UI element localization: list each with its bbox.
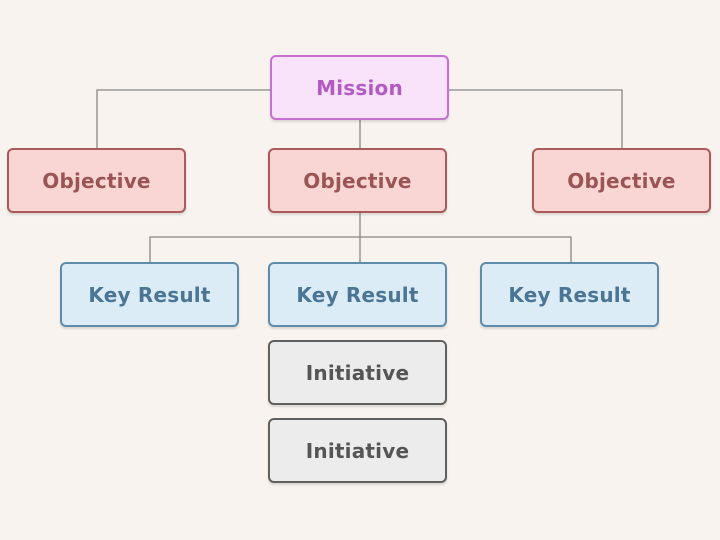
mission-node: Mission — [270, 55, 449, 120]
connector-key-results-bus — [149, 236, 572, 262]
key-result-node: Key Result — [480, 262, 659, 327]
initiative-node: Initiative — [268, 418, 447, 483]
connector-mission-objective-1 — [96, 89, 270, 148]
objective-node: Objective — [7, 148, 186, 213]
key-result-node: Key Result — [268, 262, 447, 327]
objective-node: Objective — [532, 148, 711, 213]
key-result-node: Key Result — [60, 262, 239, 327]
connector-mission-objective-3 — [449, 89, 623, 148]
initiative-node: Initiative — [268, 340, 447, 405]
objective-node: Objective — [268, 148, 447, 213]
